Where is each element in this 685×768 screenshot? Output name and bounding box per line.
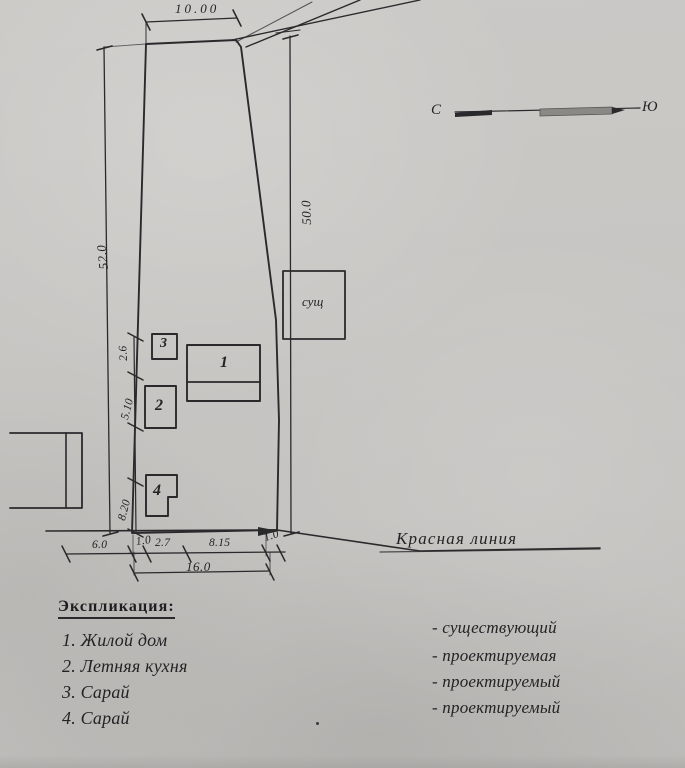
legend-item: 2. Летняя кухня — [62, 656, 188, 676]
building-3-outline — [151, 333, 178, 360]
compass-needle — [454, 106, 641, 117]
compass-north-label: С — [431, 102, 442, 118]
dimension-top-width-label: 10.00 — [175, 1, 220, 16]
dimension-bottom-total-label: 16.0 — [186, 559, 211, 574]
legend: Экспликация: 1. Жилой дом 2. Летняя кухн… — [0, 592, 685, 768]
building-2-outline — [144, 385, 177, 429]
page-edge-shadow — [0, 755, 685, 768]
existing-building-outline — [282, 270, 346, 340]
dimension-top-width — [141, 9, 242, 45]
legend-title: Экспликация: — [58, 598, 175, 619]
red-line — [45, 527, 601, 553]
dimension-left-total-label: 52.0 — [93, 243, 111, 271]
legend-note: - проектируемый — [432, 698, 561, 717]
legend-item: 1. Жилой дом — [62, 630, 168, 650]
dimension-right-height-label: 50.0 — [298, 199, 314, 226]
upper-right-diagonal-lines — [231, 0, 421, 48]
compass-south-label: Ю — [642, 99, 658, 115]
plot-boundary — [131, 39, 280, 534]
dimension-right-height — [275, 29, 301, 537]
legend-notes-list: - существующий - проектируемая - проекти… — [432, 618, 560, 724]
building-2-number: 2 — [155, 397, 163, 414]
building-4-number: 4 — [153, 482, 161, 499]
legend-items-list: 1. Жилой дом 2. Летняя кухня 3. Сарай 4.… — [62, 630, 188, 734]
building-1-outline — [186, 344, 261, 402]
stray-ink-dot — [316, 722, 319, 725]
legend-note: - проектируемый — [432, 672, 561, 691]
building-3-number: 3 — [160, 336, 167, 351]
legend-note: - проектируемая — [432, 646, 557, 665]
existing-building-label: сущ — [302, 294, 324, 309]
dimension-bottom-total — [129, 551, 275, 582]
dimension-bottom-seg-3-label: 2.7 — [155, 537, 171, 549]
building-1-number: 1 — [220, 354, 228, 371]
legend-item: 3. Сарай — [62, 682, 130, 702]
legend-note: - существующий — [432, 618, 557, 637]
legend-item: 4. Сарай — [62, 708, 130, 728]
dimension-bottom-chain — [61, 533, 286, 563]
red-line-label: Красная линия — [396, 529, 518, 548]
dimension-bottom-seg-2-label: 1.0 — [135, 534, 152, 549]
dimension-bottom-seg-1-label: 6.0 — [92, 539, 108, 551]
dimension-bottom-seg-4-label: 8.15 — [209, 537, 231, 549]
neighbour-building-left — [9, 432, 83, 509]
dimension-left-total — [96, 43, 147, 537]
building-4-outline — [145, 474, 178, 517]
dimension-left-segment-1-label: 2.6 — [117, 345, 130, 362]
